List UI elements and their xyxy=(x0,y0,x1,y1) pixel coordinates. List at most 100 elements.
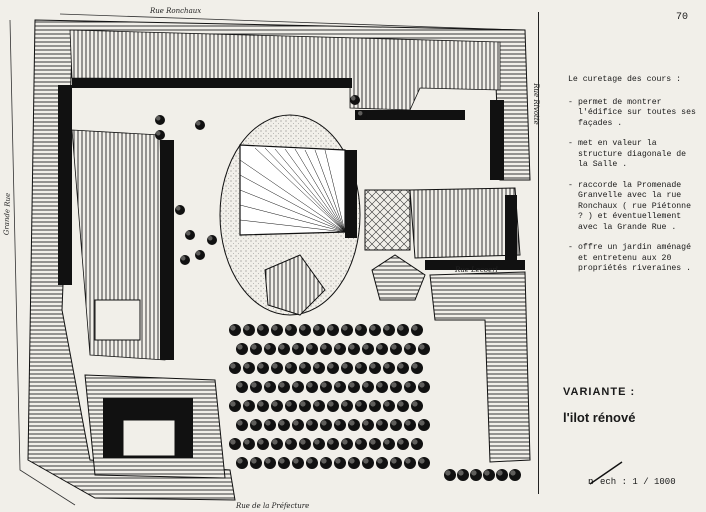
tree xyxy=(496,469,508,481)
tree-highlight xyxy=(286,363,292,369)
tree-highlight xyxy=(398,439,404,445)
street-label-inner: Rue Lecoerl xyxy=(455,266,498,274)
tree-highlight xyxy=(458,470,464,476)
tree-highlight xyxy=(244,325,250,331)
tree-highlight xyxy=(335,382,341,388)
tree-highlight xyxy=(293,344,299,350)
shadow xyxy=(355,110,465,120)
tree-highlight xyxy=(230,439,236,445)
tree-highlight xyxy=(272,325,278,331)
tree xyxy=(320,343,332,355)
tree xyxy=(250,343,262,355)
tree-highlight xyxy=(230,401,236,407)
tree-highlight xyxy=(176,206,181,211)
tree-highlight xyxy=(181,256,186,261)
tree-highlight xyxy=(237,344,243,350)
tree-highlight xyxy=(405,458,411,464)
garden-trees xyxy=(155,95,521,481)
courtyard xyxy=(122,419,176,457)
tree-highlight xyxy=(258,363,264,369)
shadow xyxy=(160,140,174,360)
tree xyxy=(355,400,367,412)
perimeter-buildings xyxy=(27,19,531,501)
tree-highlight xyxy=(286,401,292,407)
tree xyxy=(229,362,241,374)
street-label-north: Rue Ronchaux xyxy=(150,7,202,15)
tree-highlight xyxy=(335,344,341,350)
tree-highlight xyxy=(251,458,257,464)
tree-highlight xyxy=(363,382,369,388)
tree-highlight xyxy=(286,439,292,445)
tree xyxy=(299,324,311,336)
tree xyxy=(243,438,255,450)
shadow xyxy=(490,100,504,180)
tree-highlight xyxy=(391,344,397,350)
tree xyxy=(376,457,388,469)
tree xyxy=(390,381,402,393)
tree-highlight xyxy=(363,458,369,464)
pavilion xyxy=(264,254,326,316)
tree-highlight xyxy=(370,363,376,369)
shadow xyxy=(425,260,525,270)
tree xyxy=(180,255,190,265)
tree xyxy=(404,343,416,355)
tree xyxy=(397,362,409,374)
tree-highlight xyxy=(335,458,341,464)
tree-highlight xyxy=(419,344,425,350)
tree xyxy=(404,419,416,431)
legend-panel xyxy=(538,12,699,494)
tree-highlight xyxy=(391,458,397,464)
tree-highlight xyxy=(328,363,334,369)
street-label-south: Rue de la Préfecture xyxy=(236,502,310,510)
tree xyxy=(376,381,388,393)
tree-highlight xyxy=(384,439,390,445)
tree-highlight xyxy=(377,458,383,464)
tree xyxy=(362,381,374,393)
tree-highlight xyxy=(358,111,363,116)
tree-highlight xyxy=(251,344,257,350)
tree xyxy=(404,457,416,469)
tree xyxy=(195,120,205,130)
tree-highlight xyxy=(156,131,161,136)
tree xyxy=(285,438,297,450)
tree xyxy=(327,438,339,450)
tree xyxy=(306,381,318,393)
tree-highlight xyxy=(351,96,356,101)
tree-highlight xyxy=(356,363,362,369)
tree-highlight xyxy=(258,439,264,445)
tree-highlight xyxy=(244,439,250,445)
tree xyxy=(285,400,297,412)
tree xyxy=(334,343,346,355)
tree xyxy=(271,400,283,412)
tree xyxy=(320,381,332,393)
tree xyxy=(195,250,205,260)
tree-highlight xyxy=(237,458,243,464)
tree-highlight xyxy=(186,231,191,236)
tree-highlight xyxy=(497,470,503,476)
tree-highlight xyxy=(237,420,243,426)
tree-highlight xyxy=(307,344,313,350)
tree xyxy=(236,419,248,431)
tree xyxy=(257,362,269,374)
tree-highlight xyxy=(384,325,390,331)
tree xyxy=(390,419,402,431)
tree-highlight xyxy=(300,439,306,445)
tree xyxy=(155,130,165,140)
tree-highlight xyxy=(356,325,362,331)
note-text: offre un jardin aménagé et entretenu aux… xyxy=(578,243,692,273)
tree xyxy=(411,400,423,412)
tree-highlight xyxy=(272,363,278,369)
tree-highlight xyxy=(279,420,285,426)
tree-highlight xyxy=(405,344,411,350)
tree xyxy=(285,324,297,336)
tree-highlight xyxy=(265,458,271,464)
tree-highlight xyxy=(342,401,348,407)
notes: Le curetage des cours : -permet de montr… xyxy=(568,75,698,285)
tree xyxy=(397,324,409,336)
tree xyxy=(418,457,430,469)
tree-highlight xyxy=(265,382,271,388)
tree xyxy=(341,324,353,336)
tree-highlight xyxy=(321,420,327,426)
tree-highlight xyxy=(230,363,236,369)
tree-highlight xyxy=(510,470,516,476)
